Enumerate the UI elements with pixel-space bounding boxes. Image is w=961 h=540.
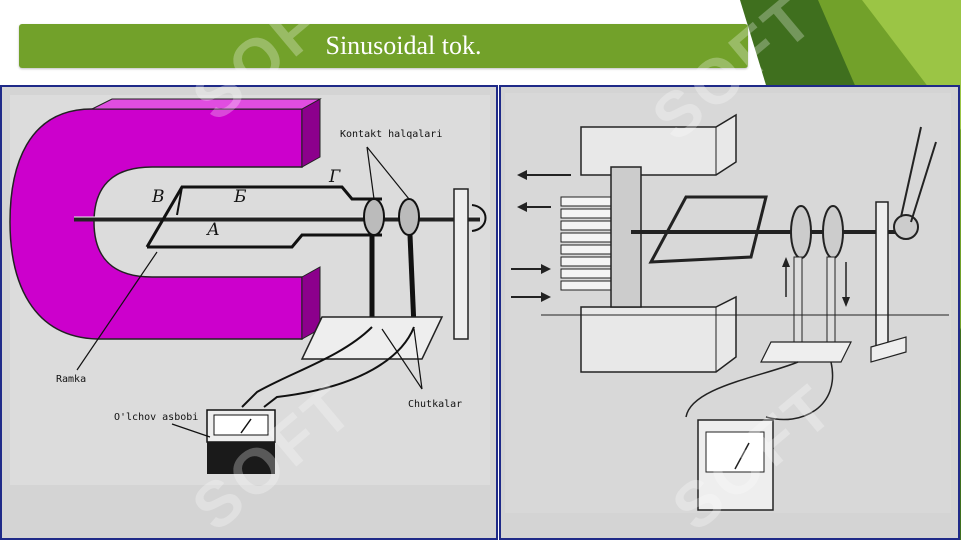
label-kontakt-halqalari: Kontakt halqalari (340, 129, 443, 140)
title-bar: Sinusoidal tok. (19, 24, 748, 68)
figure-generator-diagram: Kontakt halqalari Ramka O'lchov asbobi C… (0, 85, 498, 540)
slide-title: Sinusoidal tok. (325, 31, 482, 60)
figure-electromagnet-generator (499, 85, 960, 540)
label-chutkalar: Chutkalar (408, 399, 463, 410)
letter-a: А (207, 220, 220, 240)
letter-b: Б (234, 187, 247, 207)
label-ramka: Ramka (56, 374, 87, 385)
electromagnet-drawing (505, 93, 951, 513)
letter-v: В (152, 187, 165, 207)
label-olchov-asbobi: O'lchov asbobi (114, 412, 199, 423)
horseshoe-magnet (9, 108, 303, 340)
generator-drawing (9, 95, 490, 485)
letter-g: Г (329, 167, 341, 187)
